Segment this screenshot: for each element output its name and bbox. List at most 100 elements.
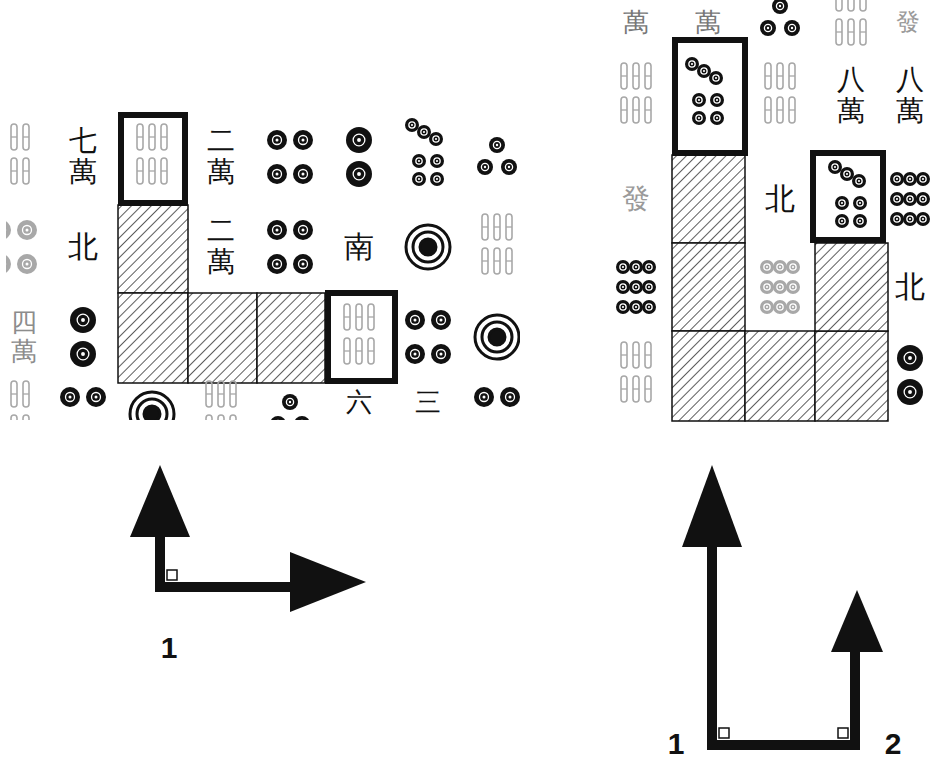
dot-symbol [710,111,724,125]
bamboo-symbol [633,388,639,389]
dot-symbol [405,310,425,330]
dot-symbol [493,141,500,148]
dot-symbol [95,396,98,399]
bamboo-symbol [23,170,29,171]
bamboo-symbol [368,338,374,364]
dot-symbol [412,154,426,168]
tile-character: 六 [346,385,372,420]
bamboo-symbol [368,350,374,351]
dot-symbol [766,266,768,268]
dot-symbol [500,387,520,407]
dot-symbol [852,174,866,188]
dot-symbol [411,316,420,325]
dot-symbol [909,178,911,180]
bamboo-symbol [621,109,627,110]
bamboo-symbol [645,388,651,389]
dot-symbol [346,127,372,153]
dot-symbol [786,280,800,294]
dot-symbol [894,196,900,202]
dot-symbol [716,99,718,101]
bamboo-symbol [765,63,771,89]
tile-face [346,127,372,187]
bamboo-symbol [23,158,29,184]
dot-symbol [834,166,836,168]
dot-symbol [299,260,308,269]
dot-symbol [779,266,781,268]
dot-symbol [766,306,768,308]
bamboo-symbol [344,304,350,330]
dot-symbol [920,196,926,202]
dot-symbol [692,93,706,107]
ring-symbol [482,322,512,352]
bamboo-symbol [161,124,167,150]
dot-symbol [60,387,80,407]
dot-symbol [412,172,426,186]
dot-symbol [629,300,643,314]
bamboo-symbol [506,214,512,240]
ring-symbol [489,329,505,345]
dot-symbol [897,345,923,371]
dot-symbol [685,57,699,71]
dot-symbol [437,316,446,325]
bamboo-symbol [777,75,783,76]
bamboo-symbol [11,124,17,150]
dot-symbol [859,202,861,204]
tile-character: 四萬 [11,308,37,365]
dot-symbol [436,178,438,180]
ring-symbol [413,232,443,262]
selected-tile-frame [675,40,745,153]
bamboo-symbol [621,354,627,355]
dot-symbol [788,24,795,31]
dot-symbol [622,306,624,308]
dot-symbol [622,266,624,268]
tile-face [70,307,96,367]
dot-symbol [835,214,849,228]
tile-character: 七萬 [69,126,97,188]
bamboo-symbol [368,304,374,330]
bamboo-symbol [23,381,29,407]
dot-symbol [764,24,771,31]
dot-symbol [920,176,926,182]
ring-symbol [130,392,174,420]
dot-symbol [267,220,287,240]
dot-symbol [908,356,912,360]
bamboo-symbol [11,393,17,394]
dot-symbol [81,318,85,322]
dot-symbol [346,161,372,187]
dot-symbol [790,264,796,270]
dot-symbol [858,180,860,182]
dot-symbol [23,226,32,235]
bamboo-symbol [482,248,488,274]
dot-symbol [414,353,417,356]
dot-symbol [505,163,512,170]
dot-symbol [698,117,700,119]
bamboo-symbol [633,63,639,89]
dot-symbol [790,284,796,290]
dot-symbol [293,164,313,184]
tile-face [474,387,520,420]
dot-symbol [904,352,916,364]
tile-face [616,260,656,314]
ring-symbol [144,406,160,420]
tile-character: 北 [895,267,925,308]
dot-symbol [418,178,420,180]
dot-symbol [273,260,282,269]
dot-symbol [434,176,440,182]
dot-symbol [86,387,106,407]
dot-symbol [302,229,305,232]
dot-symbol [629,260,643,274]
bamboo-symbol [11,381,17,407]
tile-face [828,160,867,228]
dot-symbol [273,170,282,179]
tile-face [405,310,451,364]
dot-symbol [713,75,719,81]
bamboo-symbol [645,109,651,110]
callout-number: 1 [161,631,178,665]
dot-symbol [430,154,444,168]
callout-number: 2 [885,727,902,761]
dot-symbol [903,212,917,226]
dot-symbol [23,260,32,269]
dot-symbol [766,286,768,288]
dot-symbol [896,218,898,220]
ring-symbol [420,239,436,255]
